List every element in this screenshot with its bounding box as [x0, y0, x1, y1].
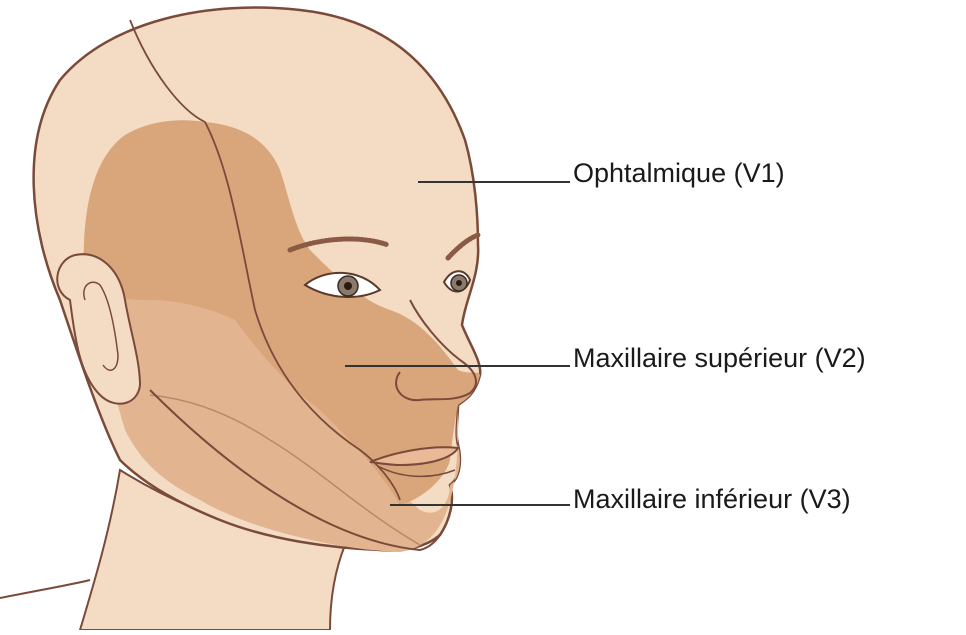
pupil-right — [344, 282, 352, 290]
shoulder-left — [0, 580, 90, 598]
label-maxillaire-inferieur: Maxillaire inférieur (V3) — [573, 486, 851, 513]
pupil-left — [456, 280, 462, 286]
label-maxillaire-superieur: Maxillaire supérieur (V2) — [573, 345, 866, 372]
label-ophtalmique: Ophtalmique (V1) — [573, 160, 785, 187]
